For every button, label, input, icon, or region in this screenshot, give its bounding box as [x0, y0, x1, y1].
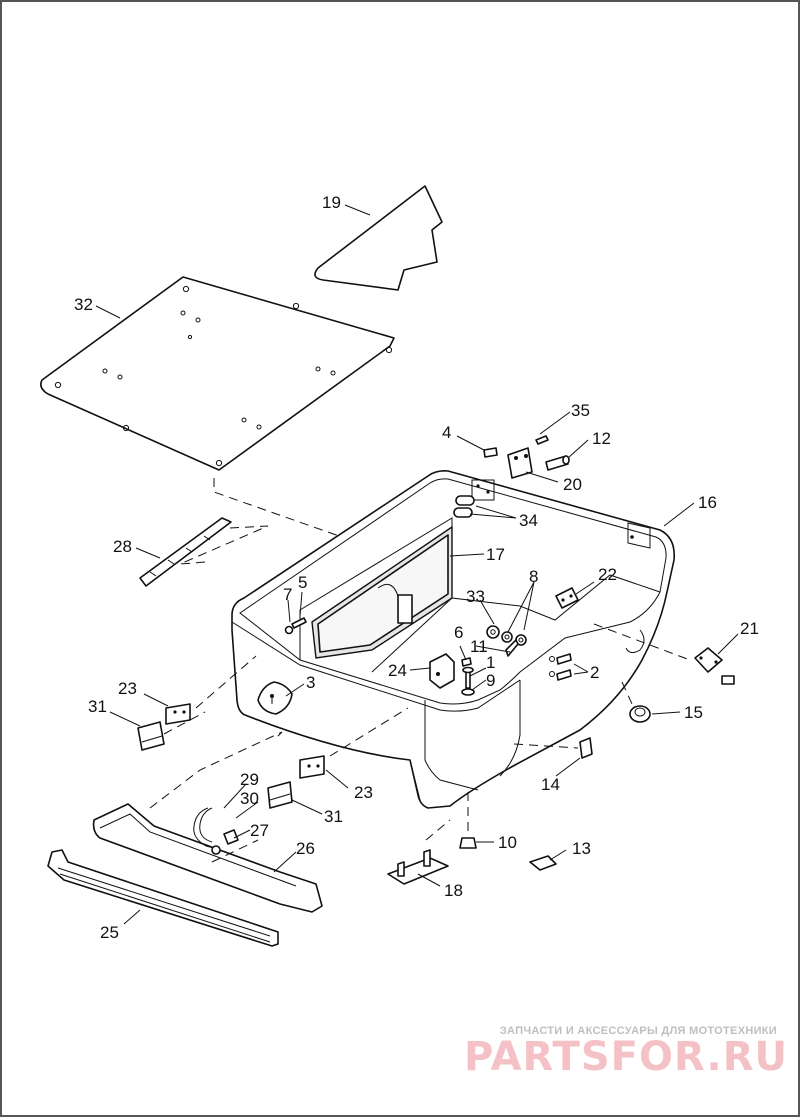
callout-8: 8 [529, 567, 538, 586]
part-28-ribs [149, 535, 211, 577]
dash-28 [179, 525, 269, 565]
callout-6: 6 [454, 623, 463, 642]
callout-32: 32 [74, 295, 93, 314]
watermark-brand: PARTSFOR.RU [464, 1034, 788, 1080]
part-25-reflector [47, 849, 279, 947]
part-8-33-washers [486, 625, 527, 646]
part-28-strip [139, 517, 232, 587]
part-13-clip [529, 855, 557, 871]
part-2-screws [549, 653, 572, 681]
leader-lines [95, 204, 739, 925]
callout-29: 29 [240, 770, 259, 789]
callout-1: 1 [486, 653, 495, 672]
callout-7: 7 [283, 585, 292, 604]
part-20-hinge [507, 447, 533, 479]
callout-24: 24 [388, 661, 407, 680]
part-34-slots [453, 495, 475, 518]
callout-27: 27 [250, 821, 269, 840]
callout-35: 35 [571, 401, 590, 420]
part-26-lower-trim [92, 731, 323, 913]
callout-11: 11 [470, 637, 488, 656]
part-18-bracket [387, 819, 451, 885]
callout-19: 19 [322, 193, 341, 212]
callout-15: 15 [684, 703, 703, 722]
callout-5: 5 [298, 573, 307, 592]
part-23-31-right [267, 707, 409, 809]
part-29-30-wire [193, 807, 239, 855]
callout-25: 25 [100, 923, 119, 942]
watermark: ЗАПЧАСТИ И АКСЕССУАРЫ ДЛЯ МОТОТЕХНИКИ PA… [464, 1025, 788, 1080]
part-32-holes [54, 285, 393, 467]
callout-33: 33 [466, 587, 485, 606]
callout-28: 28 [113, 537, 132, 556]
callout-21: 21 [740, 619, 759, 638]
part-24-hole [436, 672, 440, 676]
callout-23-upper: 23 [118, 679, 137, 698]
part-14-clip [513, 737, 593, 759]
callout-17: 17 [486, 545, 505, 564]
callout-2: 2 [590, 663, 599, 682]
callout-12: 12 [592, 429, 611, 448]
part-35-pin [535, 435, 549, 445]
callout-34: 34 [519, 511, 538, 530]
callout-26: 26 [296, 839, 315, 858]
callout-labels: 19 32 4 35 12 20 16 34 28 17 8 22 7 5 33… [74, 193, 759, 942]
part-23-31-left [137, 655, 257, 751]
part-17-latch [397, 594, 413, 624]
part-15-grommet [621, 681, 651, 723]
callout-3: 3 [306, 673, 315, 692]
part-16-tour-pak-box [231, 470, 676, 809]
callout-30: 30 [240, 789, 259, 808]
part-10-nut [459, 792, 477, 849]
part-24-block [429, 653, 455, 689]
callout-10: 10 [498, 833, 517, 852]
callout-14: 14 [541, 775, 560, 794]
hinge-assembly [471, 435, 570, 501]
callout-31-upper: 31 [88, 697, 107, 716]
callout-22: 22 [598, 565, 617, 584]
part-4-screw [483, 447, 498, 458]
part-17-curve [377, 583, 399, 597]
callout-20: 20 [563, 475, 582, 494]
part-7-5-screw [284, 617, 307, 635]
callout-18: 18 [444, 881, 463, 900]
part-3-label [257, 681, 293, 715]
callout-9: 9 [486, 671, 495, 690]
callout-16: 16 [698, 493, 717, 512]
part-19-trim-panel [314, 185, 443, 291]
part-21-plate [593, 623, 735, 685]
part-22-plate [555, 587, 579, 609]
callout-23-lower: 23 [354, 783, 373, 802]
part-32-liner-panel [40, 276, 395, 471]
callout-13: 13 [572, 839, 591, 858]
watermark-subtitle: ЗАПЧАСТИ И АКСЕССУАРЫ ДЛЯ МОТОТЕХНИКИ [500, 1025, 777, 1037]
callout-4: 4 [442, 423, 451, 442]
callout-31-lower: 31 [324, 807, 343, 826]
